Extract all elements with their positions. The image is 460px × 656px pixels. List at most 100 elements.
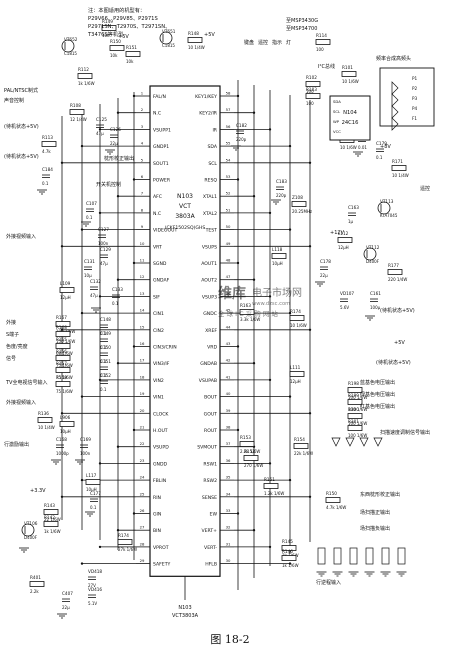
component-value: 10 1/4W (188, 45, 205, 50)
junction-dot (60, 412, 64, 415)
component-ref: VD416 (88, 587, 102, 592)
junction-dot (288, 562, 292, 565)
right-pin-number: 41 (226, 374, 231, 379)
component-l117 (85, 479, 101, 485)
component-r401 (29, 581, 45, 587)
left-pin-number: 17 (140, 358, 145, 363)
component-value: 22k 1/6W (294, 451, 313, 456)
component-r112 (77, 73, 93, 79)
component-r177 (387, 269, 403, 275)
component-r148 (187, 37, 203, 43)
component-ref: C132 (90, 279, 101, 284)
left-pin-number: 21 (140, 425, 145, 430)
left-pin-number: 24 (140, 475, 145, 480)
component-value: 150 1/6W (56, 339, 75, 344)
component-value: 10k (126, 59, 134, 64)
annotation: 行逆程输入 (316, 579, 341, 586)
component-ref: VD418 (88, 569, 102, 574)
left-pin-label: SAFETY (153, 562, 170, 568)
component-r198 (347, 387, 363, 393)
annotation: 遥控 (258, 39, 268, 46)
component-value: 4.7k (42, 149, 51, 154)
junction-dot (98, 545, 102, 549)
eeprom-ref: N104 (343, 110, 357, 116)
left-pin-label: GNDAF (153, 278, 170, 284)
right-pin-number: 53 (226, 174, 231, 179)
left-pin-number: 25 (140, 491, 145, 496)
component-value: 12μH (60, 295, 71, 300)
component-value: D400F (366, 259, 380, 264)
left-pin-label: FAL/N (153, 94, 166, 100)
right-pin-label: BOUT (204, 395, 217, 401)
component-l111 (289, 371, 305, 377)
right-pin-number: 49 (226, 241, 231, 246)
left-pin-label: SIF (153, 294, 160, 300)
annotation: 绿基色电压输出 (360, 391, 395, 398)
junction-dot (308, 412, 312, 415)
right-pin-label: SVMOUT (197, 445, 217, 451)
component-l112 (337, 237, 353, 243)
component-ref: C161 (370, 291, 381, 296)
component-ref: R168 (56, 325, 67, 330)
junction-dot (308, 161, 312, 164)
junction-dot (288, 478, 292, 482)
right-pin-number: 43 (226, 341, 231, 346)
component-value: 10 1/6W (342, 79, 359, 84)
annotation: +5V (394, 340, 405, 346)
right-pin-label: GNDC (203, 311, 217, 317)
right-pin-number: 44 (226, 324, 231, 329)
component-ref: VT113 (380, 199, 394, 204)
right-pin-label: TEST (205, 228, 218, 234)
left-pin-label: VIN1 (153, 395, 164, 401)
component-l906 (59, 421, 75, 427)
right-pin-label: RESQ (204, 178, 217, 184)
component-ref: L109 (60, 281, 71, 286)
annotation: 东西枕形校正输出 (360, 491, 400, 498)
component-value: 100 (316, 47, 324, 52)
component-l118 (271, 253, 287, 259)
bottom-cap-bank (397, 547, 406, 565)
right-pin-number: 51 (226, 207, 231, 212)
right-pin-label: AOUT1 (201, 261, 217, 267)
right-pin-number: 39 (226, 408, 231, 413)
annotation: 频率合成高频头 (376, 55, 411, 62)
right-pin-number: 46 (226, 291, 231, 296)
right-pin-label: KEY1/KEY (195, 94, 217, 100)
component-ref: R143 (44, 503, 55, 508)
component-ref: R113 (42, 135, 53, 140)
component-ref: R174 (118, 533, 129, 538)
component-ref: R156 (56, 349, 67, 354)
right-pin-number: 50 (226, 224, 231, 229)
component-r103 (305, 93, 321, 99)
component-value: 1k 1/6W (44, 529, 61, 534)
right-pin-number: 56 (226, 124, 231, 129)
junction-dot (236, 261, 240, 265)
annotation: 声音控制 (4, 97, 24, 104)
component-value: 220p (236, 137, 247, 142)
component-r154 (293, 443, 309, 449)
component-ref: C168 (56, 437, 67, 442)
ic-bottom-part: VCT3803A (172, 613, 199, 619)
right-pin-number: 32 (226, 525, 231, 530)
component-ref: C179 (376, 141, 387, 146)
component-value: 22μ (62, 605, 70, 610)
component-value: 0.1 (376, 155, 383, 160)
component-l109 (59, 287, 75, 293)
annotation: 指示 (272, 39, 282, 46)
watermark-url: www.dzsc.com (252, 301, 290, 307)
left-pin-number: 6 (141, 174, 144, 179)
component-r151b (263, 483, 279, 489)
component-value: 1μ (348, 219, 354, 224)
annotation: 外接视频输入 (6, 399, 36, 406)
component-ref: C125 (96, 117, 107, 122)
component-ref: R171 (392, 159, 403, 164)
component-value: 22μ (110, 141, 118, 146)
left-pin-label: CIN1 (153, 311, 164, 317)
component-value: 100 1/6W (348, 421, 367, 426)
junction-dot (80, 311, 84, 315)
component-ref: C150 (100, 345, 111, 350)
junction-dot (132, 428, 136, 432)
component-r108 (69, 109, 85, 115)
component-value: 47μ (100, 261, 108, 266)
component-ref: R174 (290, 309, 301, 314)
